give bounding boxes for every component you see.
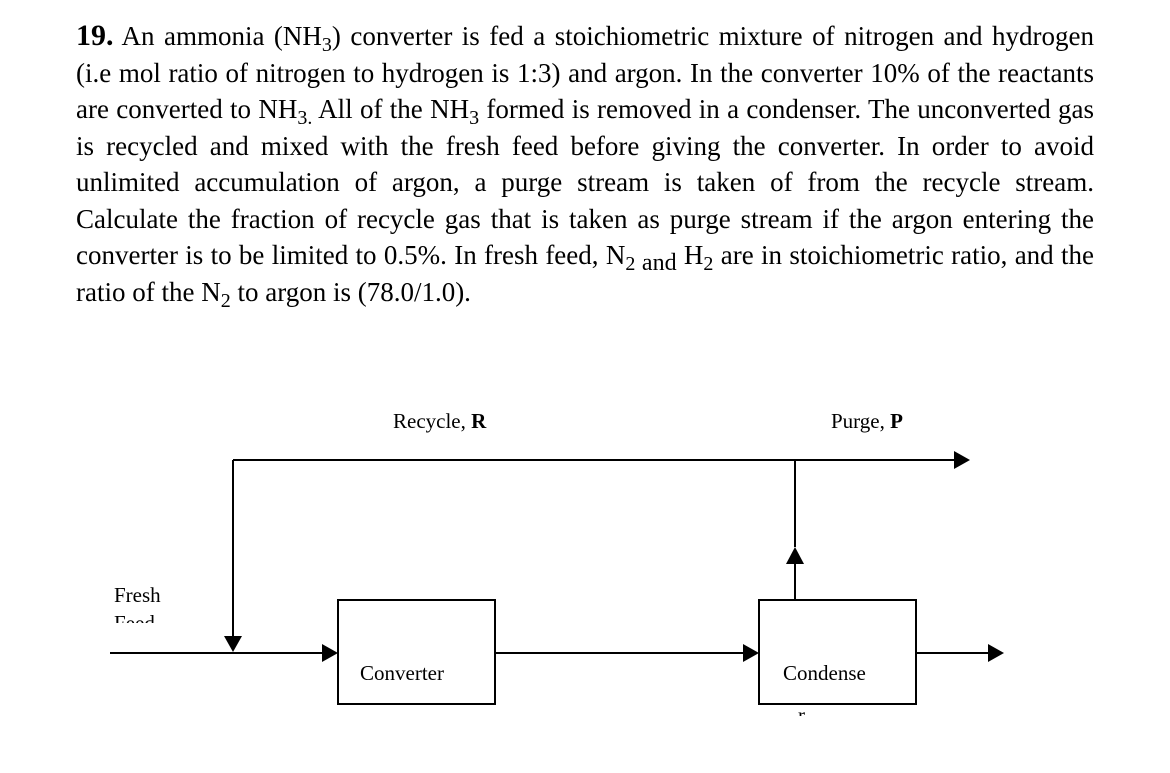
- subscript: 3: [321, 34, 332, 56]
- fresh-feed-label-line1: Fresh: [114, 583, 161, 607]
- subscript: 2: [220, 289, 231, 312]
- purge-label-text: Purge,: [831, 409, 890, 433]
- problem-text-5: H: [676, 240, 704, 270]
- gas-up-arrowhead: [786, 547, 804, 564]
- problem-text-2: ) converter is fed a stoichiometric mixt…: [76, 21, 1094, 124]
- problem-number: 19.: [76, 19, 114, 52]
- product-arrowhead: [988, 644, 1004, 662]
- problem-text-6: are in stoichiometric ratio, and the rat…: [76, 240, 1094, 307]
- condenser-box: [758, 599, 917, 705]
- converter-box: [337, 599, 496, 705]
- subscript: 2: [625, 253, 636, 275]
- recycle-symbol: R: [471, 409, 487, 433]
- recycle-arrowhead: [224, 636, 242, 652]
- fresh-feed-arrowhead: [322, 644, 338, 662]
- condenser-label-overflow: r: [798, 703, 805, 727]
- problem-text-1: An ammonia (NH: [113, 21, 322, 51]
- purge-arrowhead: [954, 451, 970, 469]
- fresh-feed-label-line2: Feed: [114, 611, 155, 635]
- problem-text-4: formed is removed in a condenser. The un…: [76, 94, 1094, 270]
- recycle-label: Recycle, R: [393, 409, 487, 433]
- purge-symbol: P: [890, 409, 903, 433]
- problem-text-3: All of the NH: [312, 94, 470, 124]
- problem-text-and: and: [635, 250, 677, 276]
- subscript: 3: [469, 107, 480, 129]
- fresh-feed-label: Fresh Feed: [114, 583, 161, 635]
- recycle-label-text: Recycle,: [393, 409, 471, 433]
- problem-text-7: to argon is (78.0/1.0).: [230, 276, 471, 307]
- problem-statement: 19. An ammonia (NH3) converter is fed a …: [76, 18, 1094, 312]
- subscript: 3.: [297, 107, 313, 129]
- purge-label: Purge, P: [831, 409, 903, 433]
- subscript: 2: [703, 253, 714, 275]
- converter-label: Converter: [360, 661, 444, 685]
- condenser-inlet-arrowhead: [743, 644, 759, 662]
- condenser-label: Condense: [783, 661, 866, 685]
